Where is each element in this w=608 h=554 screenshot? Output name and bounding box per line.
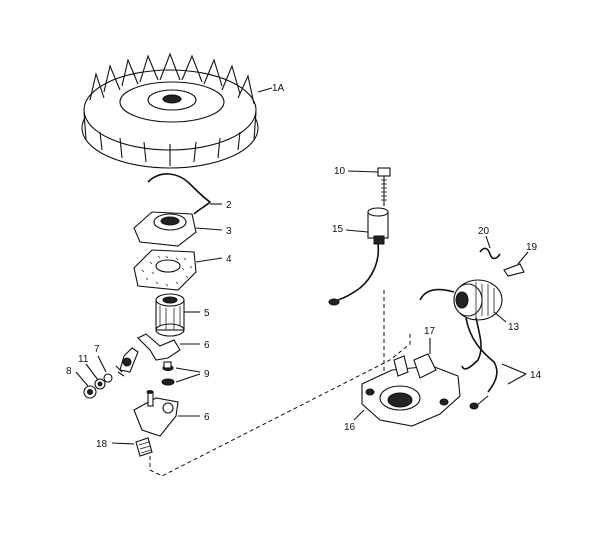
label-4: 4: [226, 254, 232, 265]
bracket: [353, 338, 461, 427]
label-16: 16: [344, 422, 356, 433]
label-11: 11: [78, 354, 89, 365]
spring-clip: [147, 173, 222, 215]
felt-pad: [111, 437, 153, 457]
label-6-arm: 6: [204, 340, 210, 351]
condenser: [328, 207, 389, 306]
alignment-lines: [149, 290, 411, 477]
part-labels: 1A 2 3 4 5 6 7 8 11 9 6 18 10 15 20 19 1…: [66, 83, 542, 450]
label-10: 10: [334, 166, 346, 177]
label-15: 15: [332, 224, 344, 235]
small-spring: [479, 235, 501, 260]
label-17: 17: [424, 326, 436, 337]
ignition-coil: [419, 279, 507, 410]
flywheel: [81, 52, 273, 169]
label-5: 5: [204, 308, 210, 319]
label-9: 9: [204, 369, 210, 380]
gasket: [133, 249, 223, 291]
label-19: 19: [526, 242, 538, 253]
breaker-plate: [133, 390, 200, 437]
label-7: 7: [94, 344, 100, 355]
label-2: 2: [226, 200, 232, 211]
label-1a: 1A: [272, 83, 285, 94]
label-14: 14: [530, 370, 542, 381]
label-13: 13: [508, 322, 520, 333]
bushing: [155, 293, 200, 337]
washers: [161, 361, 201, 386]
top-screw: [347, 167, 391, 206]
cup-washer: [133, 211, 223, 247]
label-20: 20: [478, 226, 490, 237]
label-3: 3: [226, 226, 232, 237]
wire-leaders: [501, 363, 527, 385]
label-6-plate: 6: [204, 412, 210, 423]
breaker-arm: [115, 333, 200, 377]
label-18: 18: [96, 439, 108, 450]
small-screws: [75, 355, 113, 399]
small-clip: [503, 251, 529, 277]
label-8: 8: [66, 366, 72, 377]
